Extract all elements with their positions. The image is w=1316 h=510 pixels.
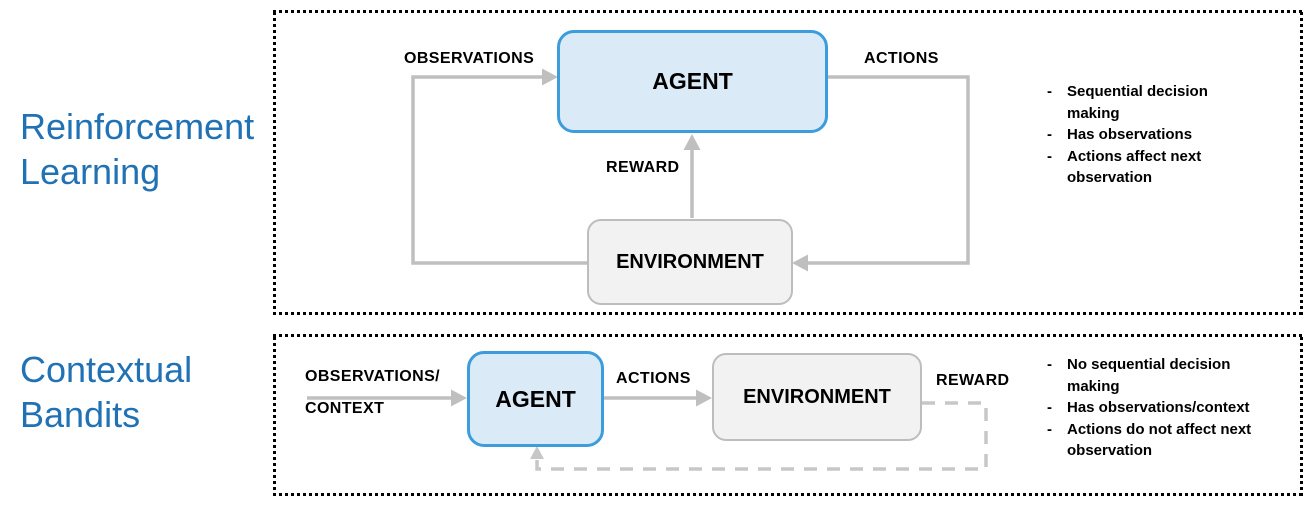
title-line: Reinforcement — [20, 106, 255, 147]
rl-observations-label: OBSERVATIONS — [404, 50, 535, 67]
cb-agent-box: AGENT — [467, 351, 604, 447]
bullet-item: Actions do not affect next observation — [1045, 419, 1277, 462]
cb-observations-label-line1: OBSERVATIONS/ — [305, 368, 440, 385]
contextual-bandits-title: Contextual Bandits — [20, 347, 192, 437]
reinforcement-learning-title: Reinforcement Learning — [20, 104, 254, 194]
bullet-item: Actions affect next observation — [1045, 146, 1220, 189]
rl-environment-box: ENVIRONMENT — [587, 219, 793, 305]
cb-agent-label: AGENT — [495, 385, 576, 412]
bullet-item: Has observations — [1045, 124, 1220, 146]
rl-agent-box: AGENT — [557, 30, 828, 133]
cb-observations-label-line2: CONTEXT — [305, 400, 385, 417]
title-line: Learning — [20, 151, 161, 192]
rl-bullet-list: Sequential decision making Has observati… — [1045, 81, 1220, 189]
rl-environment-label: ENVIRONMENT — [616, 250, 764, 273]
bullet-item: Sequential decision making — [1045, 81, 1220, 124]
cb-environment-box: ENVIRONMENT — [712, 353, 922, 441]
cb-environment-label: ENVIRONMENT — [743, 385, 891, 408]
rl-reward-label: REWARD — [606, 159, 680, 176]
title-line: Contextual — [20, 349, 193, 390]
rl-agent-label: AGENT — [652, 68, 733, 94]
title-line: Bandits — [20, 394, 141, 435]
cb-bullet-list: No sequential decision making Has observ… — [1045, 354, 1277, 462]
cb-actions-label: ACTIONS — [616, 370, 691, 387]
cb-reward-label: REWARD — [936, 372, 1010, 389]
bullet-item: No sequential decision making — [1045, 354, 1277, 397]
bullet-item: Has observations/context — [1045, 397, 1277, 419]
rl-actions-label: ACTIONS — [864, 50, 939, 67]
